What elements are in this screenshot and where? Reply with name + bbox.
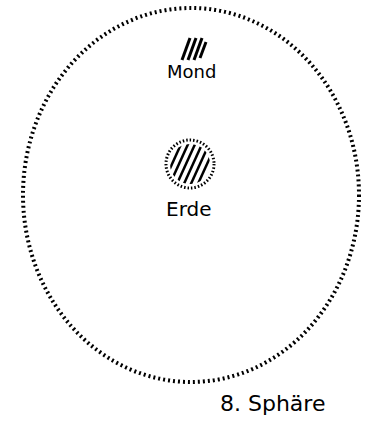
earth-outline — [166, 140, 214, 188]
moon-hatch — [200, 42, 206, 58]
earth-hatch — [148, 142, 238, 186]
moon-symbol-drawing — [160, 34, 220, 62]
sphere-circle: 8. Sphäre MondErde — [20, 4, 363, 432]
sphere-outline — [23, 8, 359, 382]
earth-circle-drawing — [155, 136, 225, 194]
earth-circle: Erde — [155, 136, 225, 226]
node-label: Mond — [167, 62, 216, 82]
node-label: 8. Sphäre — [220, 392, 325, 416]
node-label: Erde — [166, 198, 212, 220]
moon-symbol: Mond — [160, 34, 220, 86]
